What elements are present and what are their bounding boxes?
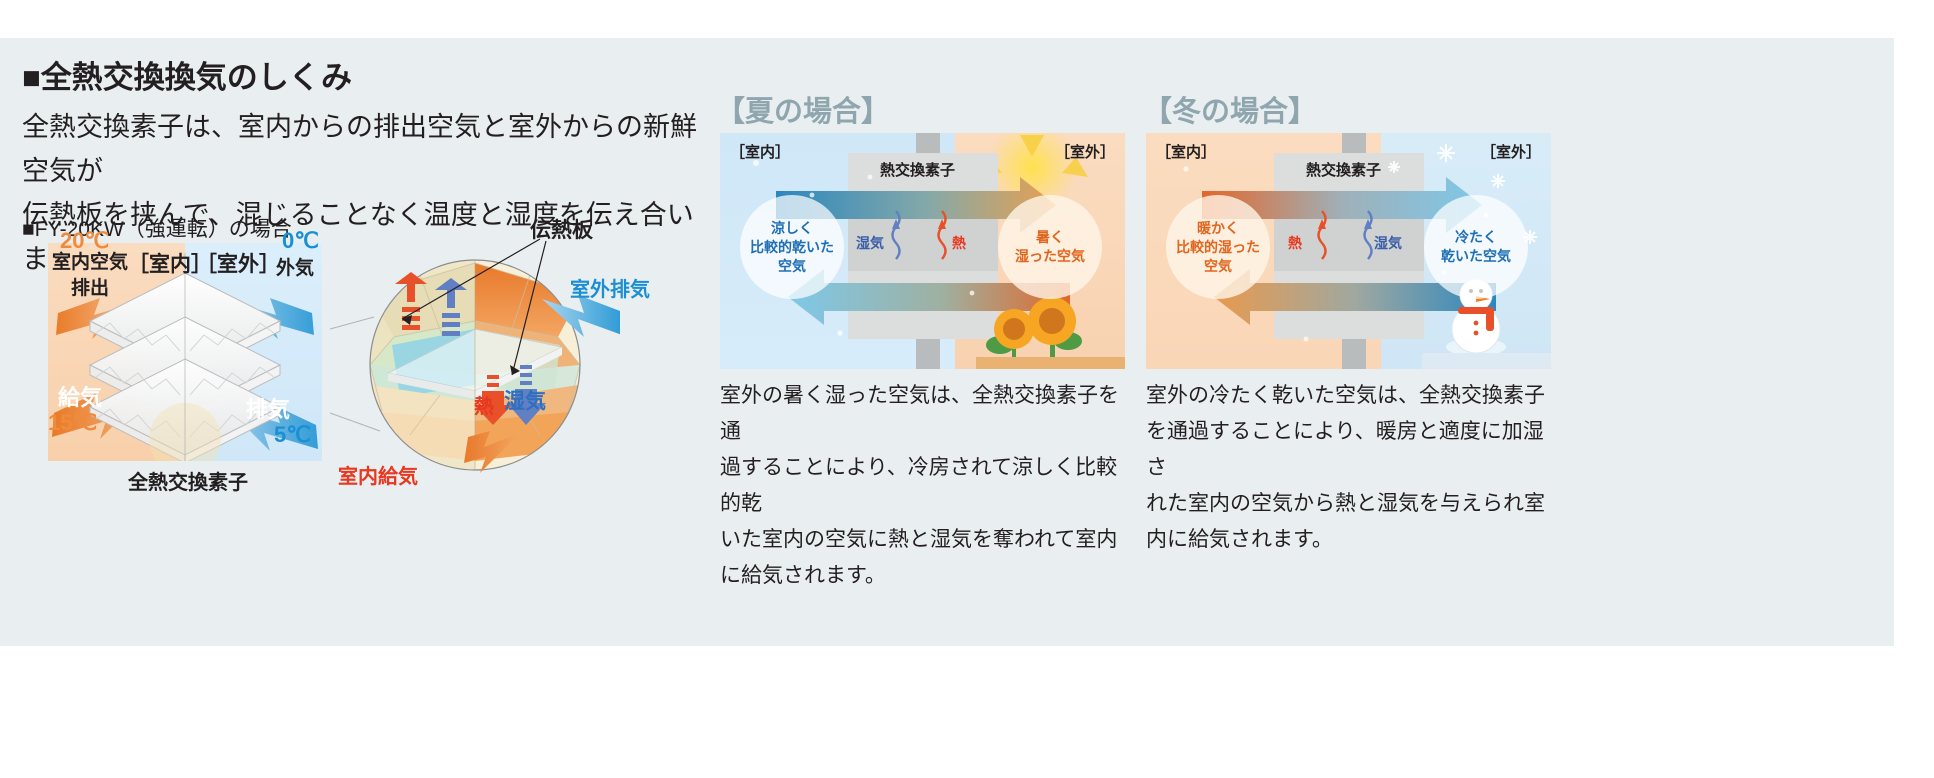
winter-indoor-bubble-line-2: 比較的湿った [1176,238,1260,255]
summer-indoor-tag: ［室内］ [730,144,791,161]
summer-outdoor-bubble-line-2: 湿った空気 [1015,248,1085,264]
indoor-air-line-2: 排出 [70,278,109,299]
summer-indoor-bubble: 涼しく 比較的乾いた 空気 [740,195,844,299]
summer-caption: 室外の暑く湿った空気は、全熱交換素子を通 過することにより、冷房されて涼しく比較… [720,378,1124,594]
summer-indoor-bubble-line-3: 空気 [778,257,806,274]
heat-transfer-plate-label: 伝熱板 [530,219,593,242]
indoor-air-line-1: 室内空気 [51,252,128,273]
indoor-air-exhaust-label: 室内空気 排出 [44,250,136,302]
winter-indoor-bubble-line-1: 暖かく [1197,219,1239,236]
supply-temp-label: 15℃ [48,410,98,435]
exhaust-air-label: 排気 [246,397,291,422]
outdoor-temp-label: 0℃ [282,228,319,253]
heat-label: 熱 [474,396,494,418]
sphere-graphic [330,238,620,473]
summer-graphic [753,133,1125,369]
model-subtitle: ■FY-20KW（強運転）の場合 [22,218,292,241]
winter-caption-line-1: 室外の冷たく乾いた空気は、全熱交換素子 [1146,384,1545,407]
summer-outdoor-bubble: 暑く 湿った空気 [998,195,1102,299]
winter-indoor-bubble-line-3: 空気 [1204,257,1232,274]
summer-caption-line-3: いた室内の空気に熱と湿気を奪われて室内 [720,528,1118,551]
winter-outdoor-tag: ［室外］ [1480,144,1541,161]
heat-down-arrow [474,375,512,425]
exhaust-temp-label: 5℃ [274,422,311,447]
winter-title: 【冬の場合】 [1143,96,1318,128]
summer-indoor-bubble-line-2: 比較的乾いた [750,238,834,255]
humidity-down-arrow [507,365,546,425]
outdoor-room-tag: ［室外］ [196,253,280,276]
winter-caption-line-3: れた室内の空気から熱と湿気を与えられ室 [1146,492,1545,515]
winter-outdoor-bubble: 冷たく 乾いた空気 [1424,195,1528,299]
winter-humidity-label: 湿気 [1374,235,1402,251]
winter-heat-label: 熱 [1288,235,1302,251]
indoor-supply-label: 室内給気 [338,466,418,488]
summer-element-tag: 熱交換素子 [880,162,956,179]
summer-heat-label: 熱 [952,235,966,251]
indoor-room-tag: ［室内］ [128,253,212,276]
summer-outdoor-tag: ［室外］ [1054,144,1115,161]
winter-caption: 室外の冷たく乾いた空気は、全熱交換素子 を通過することにより、暖房と適度に加湿さ… [1146,378,1550,558]
winter-graphic [1183,133,1551,369]
supply-air-label: 給気 [58,385,103,410]
element-stack-graphic [48,243,322,461]
summer-caption-line-1: 室外の暑く湿った空気は、全熱交換素子を通 [720,384,1119,443]
summer-humidity-label: 湿気 [856,235,884,251]
winter-element-tag: 熱交換素子 [1306,162,1382,179]
outdoor-exhaust-label: 室外排気 [570,279,650,301]
humidity-label: 湿気 [504,390,546,413]
indoor-supply-arrow [464,431,520,473]
description-line-1: 全熱交換素子は、室内からの排出空気と室外からの新鮮空気が [22,112,697,186]
summer-indoor-bubble-line-1: 涼しく [771,219,813,236]
winter-caption-line-4: 内に給気されます。 [1146,528,1333,551]
page-title: ■全熱交換換気のしくみ [22,60,352,95]
winter-figure: ［室内］ ［室外］ 熱交換素子 暖かく 比較的湿った 空気 冷たく 乾いた空気 … [1146,133,1551,369]
summer-outdoor-bubble-line-1: 暑く [1036,229,1064,245]
summer-caption-line-4: に給気されます。 [720,564,886,587]
element-caption: 全熱交換素子 [128,472,248,494]
winter-outdoor-bubble-line-1: 冷たく [1455,229,1497,245]
indoor-temp-label: 20℃ [60,228,110,253]
winter-indoor-tag: ［室内］ [1156,144,1217,161]
winter-outdoor-bubble-line-2: 乾いた空気 [1441,248,1511,264]
winter-caption-line-2: を通過することにより、暖房と適度に加湿さ [1146,420,1544,479]
summer-caption-line-2: 過することにより、冷房されて涼しく比較的乾 [720,456,1118,515]
outdoor-exhaust-arrow [542,295,620,337]
summer-figure: ［室内］ ［室外］ 熱交換素子 涼しく 比較的乾いた 空気 暑く 湿った空気 湿… [720,133,1125,369]
outdoor-air-label: 外気 [276,258,315,279]
winter-indoor-bubble: 暖かく 比較的湿った 空気 [1166,195,1270,299]
snowman-icon [1422,278,1551,369]
summer-title: 【夏の場合】 [716,96,891,128]
